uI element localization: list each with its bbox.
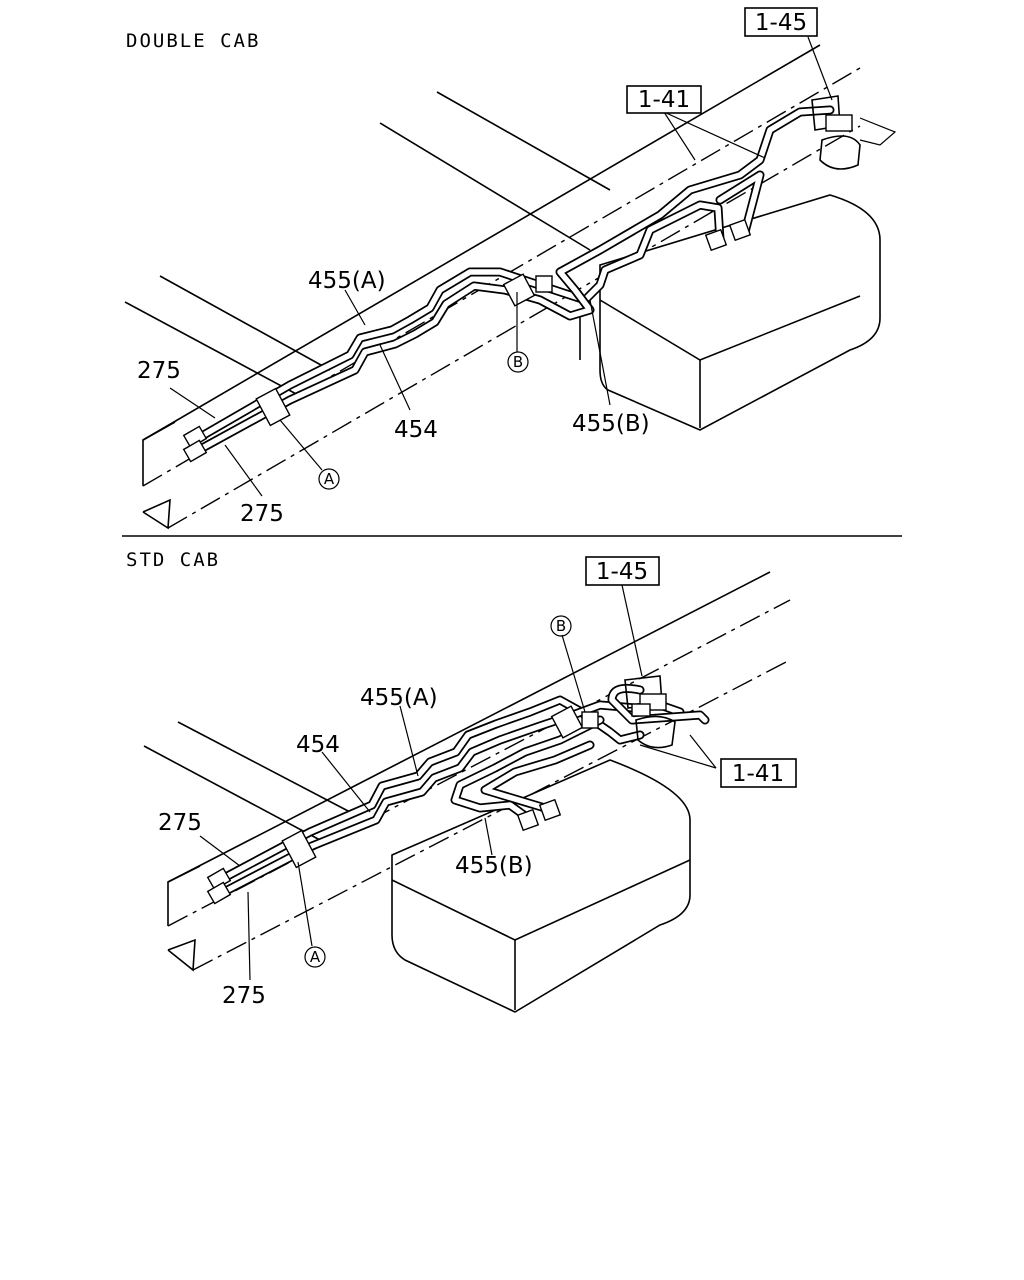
std-cab-heading: STD CAB [126,549,220,571]
double-cab-circle-a [318,468,340,490]
std-cab-fittings [206,705,599,905]
std-cab-label-455b: 455(B) [455,853,533,879]
double-cab-label-275-upper: 275 [137,358,181,384]
std-cab-fuel-filter [624,675,676,749]
double-cab-label-275-lower: 275 [240,501,284,527]
std-cab-label-275-lower: 275 [222,983,266,1009]
std-cab-pipes [215,683,710,899]
std-cab-view: STD CAB [126,549,797,1013]
double-cab-frame-rail [124,44,861,530]
double-cab-label-455b: 455(B) [572,411,650,437]
std-cab-circle-b-letter: B [556,617,566,635]
std-cab-leaders [199,584,717,981]
std-cab-fuel-tank [391,759,691,1013]
double-cab-ref-1-41: 1-41 [638,87,690,113]
std-cab-circle-a [304,946,326,968]
double-cab-label-454: 454 [394,417,438,443]
std-cab-label-455a: 455(A) [360,685,438,711]
double-cab-label-455a: 455(A) [308,268,386,294]
double-cab-heading: DOUBLE CAB [126,30,260,52]
std-cab-ref-box-1-41 [720,758,797,788]
std-cab-label-454: 454 [296,732,340,758]
std-cab-ref-box-1-45 [585,556,660,586]
double-cab-circle-b [507,351,529,373]
double-cab-leaders [169,36,833,497]
std-cab-ref-1-41: 1-41 [732,761,784,787]
double-cab-fuel-tank [579,194,881,431]
double-cab-circle-b-letter: B [513,353,523,371]
std-cab-circle-a-letter: A [310,948,321,966]
double-cab-circle-a-letter: A [324,470,335,488]
double-cab-ref-box-1-45 [744,7,818,37]
double-cab-ref-1-45: 1-45 [755,10,807,36]
double-cab-fuel-filter [811,95,897,170]
double-cab-fittings [182,218,752,463]
std-cab-label-275-upper: 275 [158,810,202,836]
double-cab-pipes [190,105,835,457]
std-cab-frame-rail [143,571,791,972]
std-cab-circle-b [550,615,572,637]
double-cab-view: DOUBLE CAB [124,7,897,530]
std-cab-ref-1-45: 1-45 [596,559,648,585]
double-cab-ref-box-1-41 [626,85,702,114]
